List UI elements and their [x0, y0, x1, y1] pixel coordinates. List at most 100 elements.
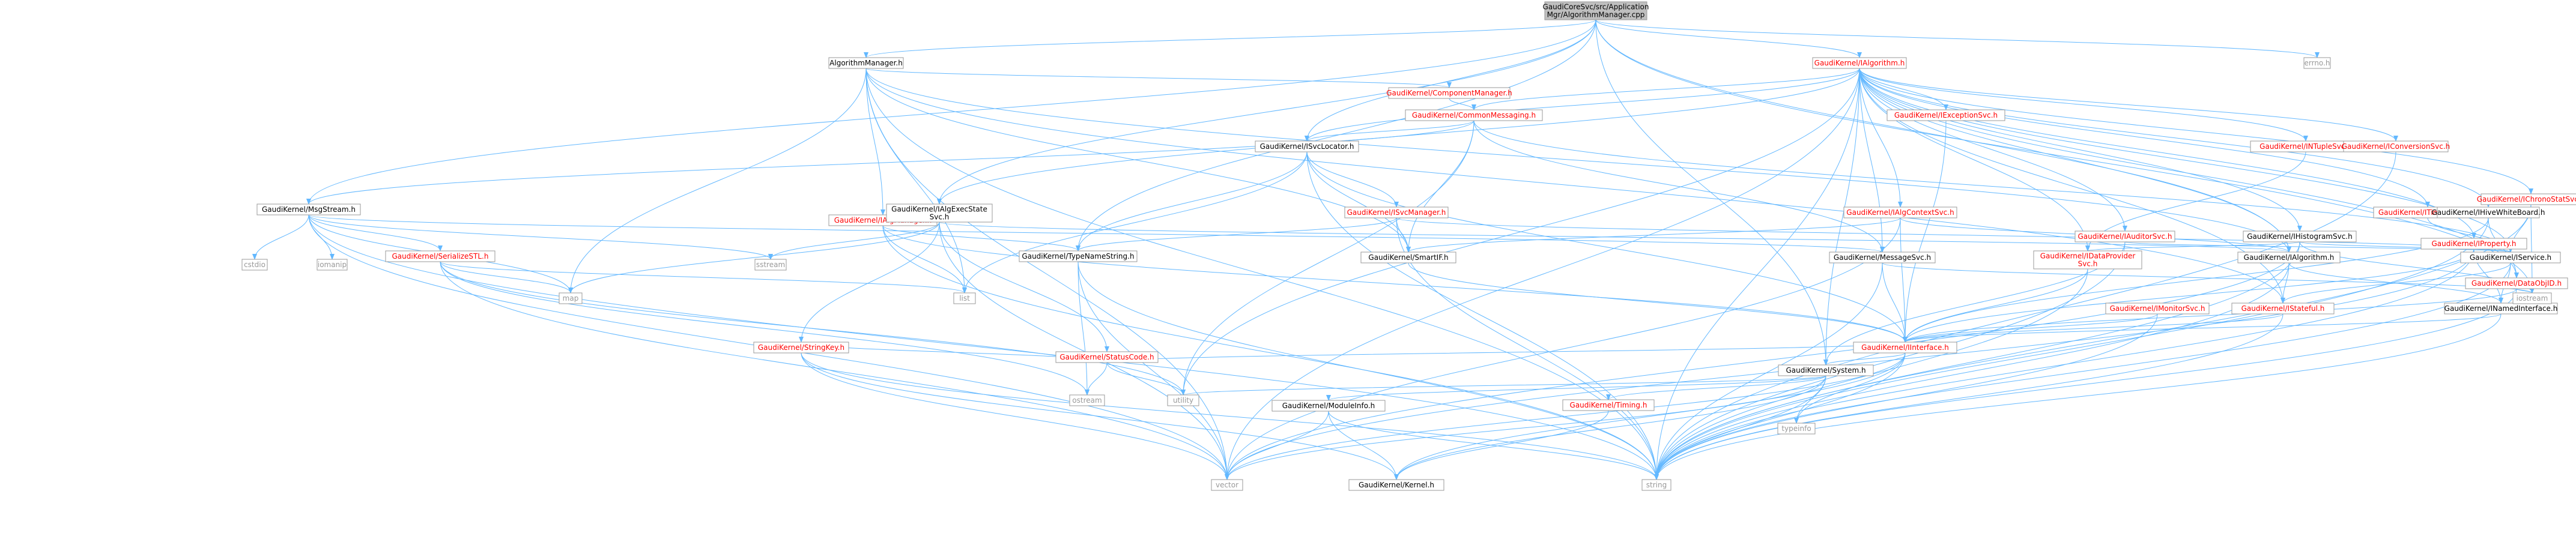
node-iinterface[interactable]: GaudiKernel/IInterface.h — [1853, 342, 1957, 354]
node-msgsvc[interactable]: GaudiKernel/MessageSvc.h — [1829, 251, 1936, 263]
edge-istateful-to-iinterface — [1903, 313, 2284, 343]
edge-msgsvc-to-iostream — [1882, 262, 2535, 294]
edge-iauditor-to-string — [1654, 241, 2126, 480]
node-istateful[interactable]: GaudiKernel/IStateful.h — [2231, 303, 2335, 315]
node-dataobjid[interactable]: GaudiKernel/DataObjID.h — [2465, 277, 2568, 289]
edge-ialgorithm-to-string — [1654, 262, 2290, 480]
node-label: GaudiKernel/IConversionSvc.h — [2342, 142, 2450, 151]
node-cstdio: cstdio — [241, 259, 268, 271]
edge-commonmsg-to-msgstream — [306, 120, 1474, 205]
node-root[interactable]: GaudiCoreSvc/src/ApplicationMgr/Algorith… — [1543, 1, 1649, 20]
node-label: GaudiKernel/DataObjID.h — [2471, 279, 2562, 288]
edge-serstl-to-map — [440, 261, 573, 294]
edge-isvcloc-to-iinterface — [1306, 151, 1908, 343]
node-system[interactable]: GaudiKernel/System.h — [1778, 364, 1874, 376]
node-box — [1544, 1, 1647, 20]
edge-istateful-to-string — [1654, 313, 2284, 480]
node-box — [2105, 303, 2210, 315]
node-ihistosvc[interactable]: GaudiKernel/IHistogramSvc.h — [2243, 230, 2357, 242]
node-label: GaudiKernel/Kernel.h — [1359, 481, 1434, 489]
node-iauditor[interactable]: GaudiKernel/IAuditorSvc.h — [2074, 230, 2175, 242]
node-iconv[interactable]: GaudiKernel/IConversionSvc.h — [2342, 140, 2450, 152]
edge-ialgexec-to-statuscode — [939, 221, 1109, 352]
node-box — [2243, 230, 2357, 242]
node-list: list — [953, 292, 976, 304]
node-box — [1829, 251, 1936, 263]
node-ialgctx[interactable]: GaudiKernel/IAlgContextSvc.h — [1843, 206, 1957, 218]
edge-iinterface-to-statuscode — [1105, 342, 1906, 363]
node-ialg[interactable]: GaudiKernel/IAlgorithm.h — [1812, 57, 1907, 69]
node-box — [2033, 250, 2142, 269]
node-algmgr_h[interactable]: AlgorithmManager.h — [828, 57, 904, 69]
node-statuscode[interactable]: GaudiKernel/StatusCode.h — [1055, 351, 1159, 363]
edge-iconv-to-string — [1654, 151, 2396, 480]
node-box — [754, 259, 787, 271]
edge-system-to-kernel — [1394, 375, 1826, 480]
edge-modinfo-to-vector — [1225, 411, 1329, 480]
edge-root-to-ialgexec — [937, 19, 1596, 205]
node-box — [1055, 351, 1159, 363]
edge-isvcloc-to-typename — [1076, 151, 1308, 251]
node-smartif[interactable]: GaudiKernel/SmartIF.h — [1360, 251, 1456, 263]
edge-commonmsg-to-utility — [1181, 120, 1474, 396]
node-modinfo[interactable]: GaudiKernel/ModuleInfo.h — [1271, 400, 1386, 412]
edge-dataobjid-to-iostream — [2516, 287, 2535, 294]
node-box — [559, 292, 583, 304]
node-box — [317, 259, 348, 271]
node-label: GaudiKernel/TypeNameString.h — [1022, 252, 1134, 260]
edge-ialg-to-system — [1823, 68, 1860, 366]
node-ialgorithm[interactable]: GaudiKernel/IAlgorithm.h — [2237, 251, 2341, 263]
node-label: GaudiKernel/IAlgExecState — [891, 205, 987, 214]
edge-inamed-to-string — [1654, 313, 2502, 480]
node-stringkey[interactable]: GaudiKernel/StringKey.h — [753, 342, 849, 354]
node-iexcsvc[interactable]: GaudiKernel/IExceptionSvc.h — [1887, 109, 2005, 121]
edge-algmgr_h-to-vector — [865, 68, 1229, 480]
node-label: ostream — [1072, 396, 1102, 405]
node-isvcmgr[interactable]: GaudiKernel/ISvcManager.h — [1344, 206, 1449, 218]
node-serstl[interactable]: GaudiKernel/SerializeSTL.h — [385, 250, 496, 262]
node-box — [2303, 57, 2331, 69]
node-typename[interactable]: GaudiKernel/TypeNameString.h — [1019, 250, 1138, 262]
node-label: GaudiKernel/StringKey.h — [758, 343, 844, 352]
edge-msgstream-to-string — [308, 214, 1659, 480]
node-label: GaudiKernel/IInterface.h — [1861, 343, 1949, 352]
node-label: GaudiKernel/IChronoStatSvc.h — [2477, 195, 2576, 203]
node-ichrono[interactable]: GaudiKernel/IChronoStatSvc.h — [2477, 193, 2576, 205]
edge-ialg-to-ihivewb — [1859, 68, 2491, 208]
node-label: Mgr/AlgorithmManager.cpp — [1547, 11, 1645, 19]
node-box — [1344, 206, 1449, 218]
edge-algmgr_h-to-compmgr — [865, 68, 1452, 88]
edge-ihistosvc-to-vector — [1225, 241, 2300, 480]
edge-root-to-errno — [1595, 19, 2320, 58]
node-compmgr[interactable]: GaudiKernel/ComponentManager.h — [1386, 87, 1512, 99]
edge-iauditor-to-iservice — [2124, 241, 2513, 253]
node-ihivewb[interactable]: GaudiKernel/IHiveWhiteBoard.h — [2432, 206, 2545, 218]
node-label: GaudiKernel/ISvcLocator.h — [1260, 142, 1354, 151]
edge-ialg-to-isvcloc — [1305, 68, 1860, 142]
node-box — [2465, 277, 2568, 289]
node-label: Svc.h — [930, 213, 950, 221]
node-commonmsg[interactable]: GaudiKernel/CommonMessaging.h — [1405, 109, 1543, 121]
node-timing[interactable]: GaudiKernel/Timing.h — [1562, 399, 1655, 411]
edge-ialgmgr-to-string — [882, 225, 1659, 480]
node-inamed[interactable]: GaudiKernel/INamedInterface.h — [2444, 303, 2558, 315]
node-iproperty[interactable]: GaudiKernel/IProperty.h — [2420, 238, 2527, 250]
node-imonitor[interactable]: GaudiKernel/IMonitorSvc.h — [2105, 303, 2210, 315]
node-isvcloc[interactable]: GaudiKernel/ISvcLocator.h — [1255, 140, 1359, 152]
edge-msgstream-to-serstl — [308, 214, 443, 251]
node-label: vector — [1216, 481, 1238, 489]
node-box — [1812, 57, 1907, 69]
node-label: GaudiKernel/ModuleInfo.h — [1282, 402, 1375, 410]
node-box — [1069, 394, 1105, 406]
node-msgstream[interactable]: GaudiKernel/MsgStream.h — [256, 203, 361, 215]
edge-isvcloc-to-list — [962, 151, 1308, 294]
node-iservice[interactable]: GaudiKernel/IService.h — [2460, 251, 2561, 263]
node-intuplesvc[interactable]: GaudiKernel/INTupleSvc.h — [2250, 140, 2362, 152]
node-kernel[interactable]: GaudiKernel/Kernel.h — [1348, 479, 1444, 491]
edge-ialg-to-iexcsvc — [1859, 68, 1948, 110]
edge-commonmsg-to-msgsvc — [1473, 120, 1885, 253]
edge-typename-to-vector — [1077, 261, 1229, 480]
node-label: errno.h — [2305, 59, 2330, 67]
